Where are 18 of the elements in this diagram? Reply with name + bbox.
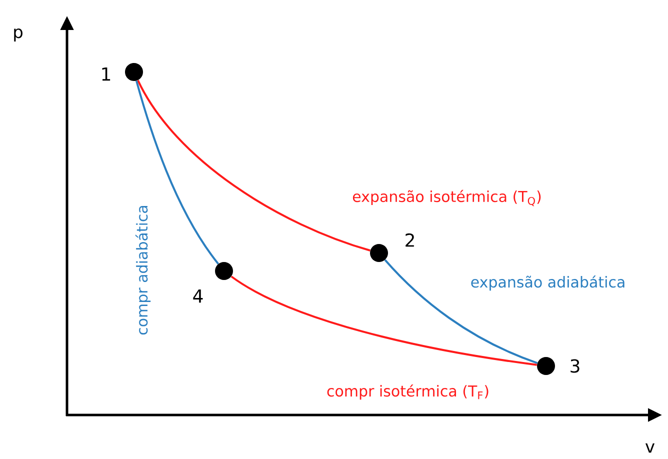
point-number: 3: [570, 359, 580, 373]
point-number: 1: [102, 67, 110, 81]
process-curve: [384, 259, 538, 364]
state-point: [125, 63, 143, 81]
process-curve: [137, 80, 370, 252]
state-point: [215, 262, 233, 280]
state-point: [537, 357, 555, 375]
edge-label: compr adiabática: [134, 204, 152, 336]
state-point: [370, 244, 388, 262]
process-curve: [230, 276, 538, 366]
axis-label: p: [14, 28, 22, 42]
point-number: 2: [406, 233, 414, 247]
axis-label: v: [645, 443, 655, 453]
edge-label: expansão adiabática: [469, 274, 627, 292]
edge-label: expansão isotérmica (T$_{Q}$): [351, 188, 543, 208]
point-number: 4: [193, 289, 203, 303]
process-curve: [135, 80, 220, 264]
edge-label: compr isotérmica (T$_{F}$): [325, 383, 491, 401]
